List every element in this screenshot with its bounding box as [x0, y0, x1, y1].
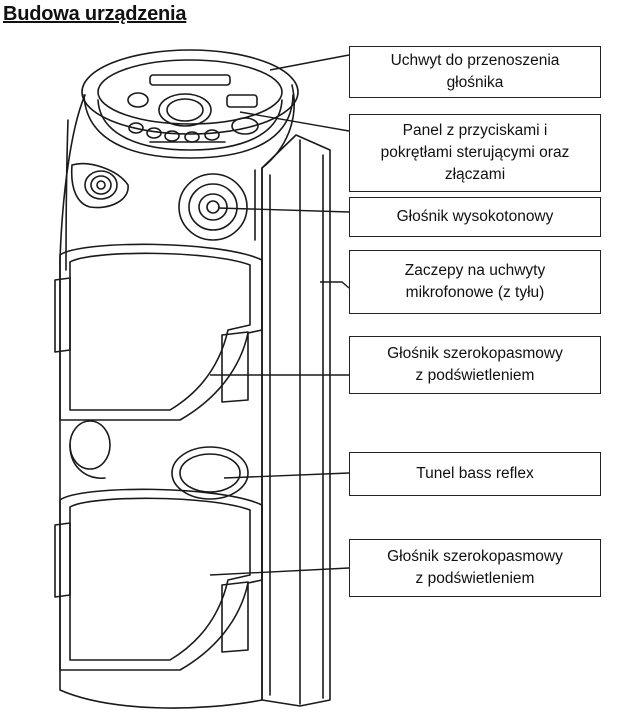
tweeter-left [70, 162, 129, 209]
page-title: Budowa urządzenia [3, 3, 187, 25]
leader-handle [269, 54, 350, 71]
leader-mic-hooks [320, 281, 350, 289]
callout-text: Zaczepy na uchwyty mikrofonowe (z tyłu) [404, 262, 546, 301]
speaker-body [59, 84, 295, 709]
callout-text: Głośnik wysokotonowy [396, 208, 554, 225]
bass-reflex-port [69, 420, 249, 500]
leader-bass-reflex [223, 472, 350, 479]
callout-mic-hooks: Zaczepy na uchwyty mikrofonowe (z tyłu) [349, 250, 601, 314]
callout-text: Panel z przyciskami i pokrętłami sterują… [380, 122, 570, 183]
leader-tweeter [217, 207, 350, 213]
callout-text: Tunel bass reflex [416, 465, 534, 482]
tweeter-right [178, 173, 248, 241]
leader-lines [209, 54, 350, 576]
callout-text: Głośnik szerokopasmowy z podświetleniem [387, 345, 563, 384]
callout-carrying-handle: Uchwyt do przenoszenia głośnika [349, 46, 601, 98]
speaker-side-panel [261, 134, 331, 707]
callout-woofer-upper: Głośnik szerokopasmowy z podświetleniem [349, 336, 601, 394]
callout-text: Uchwyt do przenoszenia głośnika [390, 52, 560, 91]
woofer-lower [54, 488, 263, 671]
callout-tweeter: Głośnik wysokotonowy [349, 197, 601, 237]
leader-panel [239, 111, 350, 132]
callout-control-panel: Panel z przyciskami i pokrętłami sterują… [349, 114, 601, 192]
callout-woofer-lower: Głośnik szerokopasmowy z podświetleniem [349, 539, 601, 597]
carrying-handle [81, 49, 299, 159]
callout-bass-reflex: Tunel bass reflex [349, 452, 601, 496]
leader-woofer-lower [209, 567, 350, 576]
control-panel [127, 74, 259, 143]
woofer-upper [54, 243, 263, 421]
callout-text: Głośnik szerokopasmowy z podświetleniem [387, 548, 563, 587]
